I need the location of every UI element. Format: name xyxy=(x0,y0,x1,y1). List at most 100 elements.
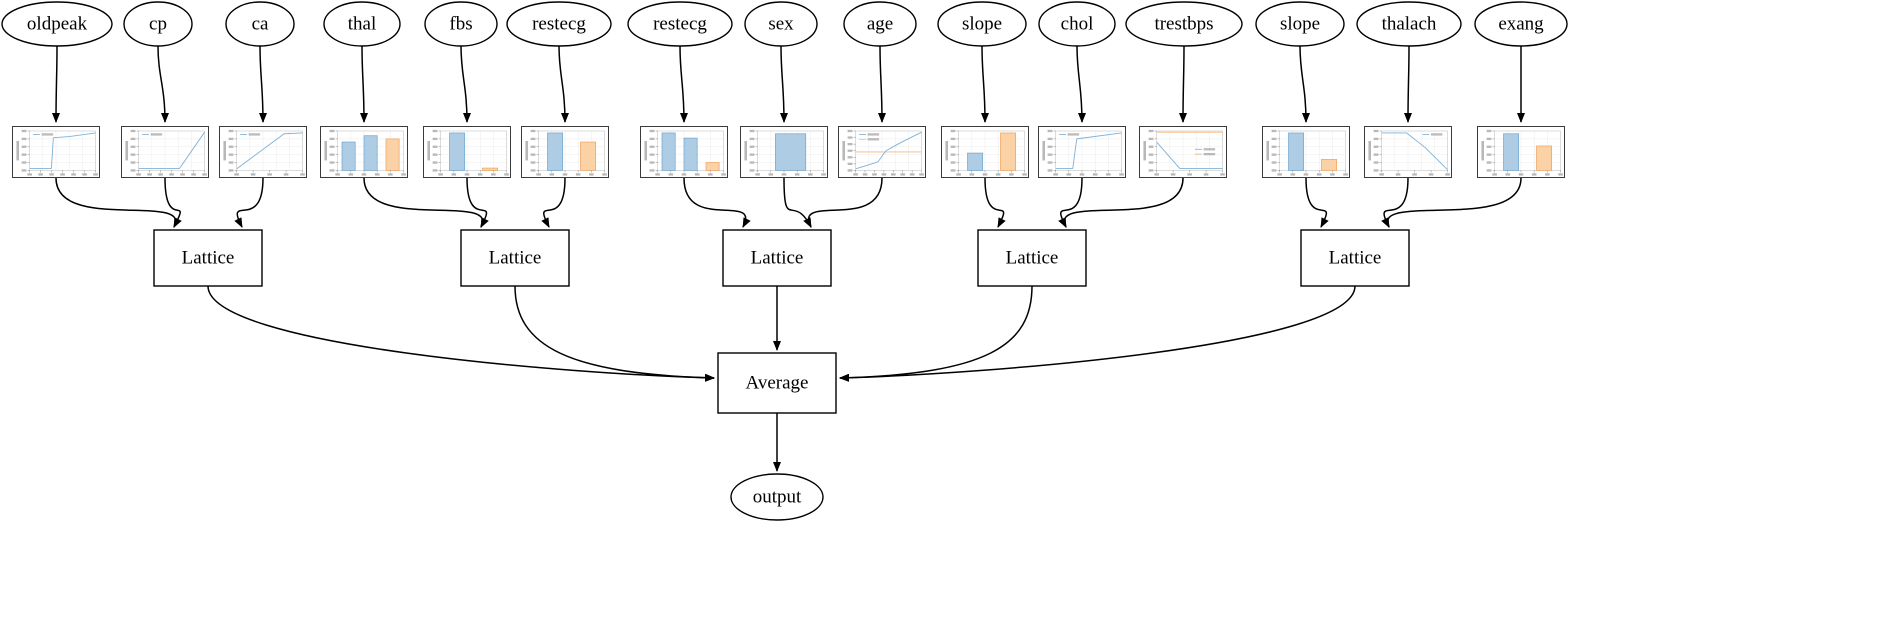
lattice-node-3[interactable]: Lattice xyxy=(977,229,1087,287)
edge-calibrator-to-lattice xyxy=(55,177,182,228)
feature-node-trestbps[interactable]: trestbps xyxy=(1125,1,1243,47)
feature-label: thal xyxy=(348,13,377,34)
edge-feature-to-calibrator xyxy=(558,45,569,123)
feature-ellipse xyxy=(1125,1,1243,47)
edge-calibrator-to-lattice xyxy=(541,177,566,228)
edge-calibrator-to-lattice xyxy=(1058,177,1184,228)
edge-feature-to-calibrator xyxy=(1404,45,1413,123)
calibrator-plot-cp xyxy=(121,126,209,178)
calibrator-plot-sex xyxy=(740,126,828,178)
lattice-node-4[interactable]: Lattice xyxy=(1300,229,1410,287)
feature-node-thal[interactable]: thal xyxy=(323,1,401,47)
feature-label: exang xyxy=(1498,13,1544,34)
feature-node-slope1[interactable]: slope xyxy=(937,1,1027,47)
feature-node-oldpeak[interactable]: oldpeak xyxy=(1,1,113,47)
feature-ellipse xyxy=(937,1,1027,47)
feature-label: sex xyxy=(768,13,794,34)
feature-ellipse xyxy=(843,1,917,47)
lattice-node-1[interactable]: Lattice xyxy=(460,229,570,287)
feature-label: chol xyxy=(1061,13,1094,34)
lattice-box xyxy=(460,229,570,287)
feature-label: trestbps xyxy=(1154,13,1213,34)
calibrator-plot-trestbps xyxy=(1139,126,1227,178)
edge-calibrator-to-lattice xyxy=(683,177,751,228)
edge-calibrator-to-lattice xyxy=(1381,177,1522,228)
feature-label: slope xyxy=(1280,13,1320,34)
average-box xyxy=(717,352,837,414)
feature-label: slope xyxy=(962,13,1002,34)
feature-ellipse xyxy=(1038,1,1116,47)
calibrator-plot-slope2 xyxy=(1262,126,1350,178)
edge-calibrator-to-lattice xyxy=(803,177,883,228)
output-ellipse xyxy=(730,473,824,521)
feature-node-restecg2[interactable]: restecg xyxy=(627,1,733,47)
edge-feature-to-calibrator xyxy=(779,45,788,123)
edge-feature-to-calibrator xyxy=(877,45,886,123)
feature-ellipse xyxy=(1474,1,1568,47)
feature-ellipse xyxy=(1255,1,1345,47)
edge-calibrator-to-lattice xyxy=(363,177,489,228)
feature-node-exang[interactable]: exang xyxy=(1474,1,1568,47)
feature-label: ca xyxy=(252,13,269,34)
lattice-label: Lattice xyxy=(489,247,542,268)
output-label: output xyxy=(753,486,802,507)
edge-feature-to-calibrator xyxy=(258,45,267,123)
feature-ellipse xyxy=(1,1,113,47)
average-node[interactable]: Average xyxy=(717,352,837,414)
feature-label: fbs xyxy=(449,13,472,34)
calibrator-plot-restecg1 xyxy=(521,126,609,178)
feature-node-chol[interactable]: chol xyxy=(1038,1,1116,47)
feature-label: age xyxy=(867,13,893,34)
feature-ellipse xyxy=(323,1,401,47)
calibrator-plot-oldpeak xyxy=(12,126,100,178)
feature-node-age[interactable]: age xyxy=(843,1,917,47)
feature-node-sex[interactable]: sex xyxy=(744,1,818,47)
lattice-node-2[interactable]: Lattice xyxy=(722,229,832,287)
feature-node-slope2[interactable]: slope xyxy=(1255,1,1345,47)
edge-calibrator-to-lattice xyxy=(1305,177,1329,228)
edge-lattice-to-average xyxy=(514,285,715,382)
calibrator-plot-thal xyxy=(320,126,408,178)
edge-calibrator-to-lattice xyxy=(984,177,1006,228)
lattice-label: Lattice xyxy=(751,247,804,268)
feature-ellipse xyxy=(1356,1,1462,47)
lattice-box xyxy=(722,229,832,287)
calibrator-plot-slope1 xyxy=(941,126,1029,178)
feature-ellipse xyxy=(123,1,193,47)
edge-feature-to-calibrator xyxy=(1076,45,1086,123)
edge-calibrator-to-lattice xyxy=(466,177,489,228)
average-label: Average xyxy=(746,372,809,393)
edge-feature-to-calibrator xyxy=(980,45,989,123)
feature-label: restecg xyxy=(653,13,707,34)
feature-ellipse xyxy=(225,1,295,47)
lattice-node-0[interactable]: Lattice xyxy=(153,229,263,287)
feature-node-restecg1[interactable]: restecg xyxy=(506,1,612,47)
calibrator-plot-chol xyxy=(1038,126,1126,178)
feature-label: oldpeak xyxy=(27,13,88,34)
edge-feature-to-calibrator xyxy=(1299,45,1310,123)
feature-node-fbs[interactable]: fbs xyxy=(424,1,498,47)
lattice-label: Lattice xyxy=(182,247,235,268)
edge-calibrator-to-lattice xyxy=(234,177,264,228)
feature-ellipse xyxy=(424,1,498,47)
feature-node-cp[interactable]: cp xyxy=(123,1,193,47)
lattice-box xyxy=(153,229,263,287)
edge-feature-to-calibrator xyxy=(359,45,368,123)
feature-node-ca[interactable]: ca xyxy=(225,1,295,47)
feature-ellipse xyxy=(744,1,818,47)
lattice-box xyxy=(977,229,1087,287)
lattice-label: Lattice xyxy=(1006,247,1059,268)
feature-ellipse xyxy=(506,1,612,47)
output-node[interactable]: output xyxy=(730,473,824,521)
lattice-label: Lattice xyxy=(1329,247,1382,268)
calibrator-plot-exang xyxy=(1477,126,1565,178)
edge-feature-to-calibrator xyxy=(1179,45,1188,123)
feature-label: thalach xyxy=(1382,13,1437,34)
lattice-box xyxy=(1300,229,1410,287)
edge-feature-to-calibrator xyxy=(52,45,61,123)
feature-node-thalach[interactable]: thalach xyxy=(1356,1,1462,47)
calibrator-plot-fbs xyxy=(423,126,511,178)
